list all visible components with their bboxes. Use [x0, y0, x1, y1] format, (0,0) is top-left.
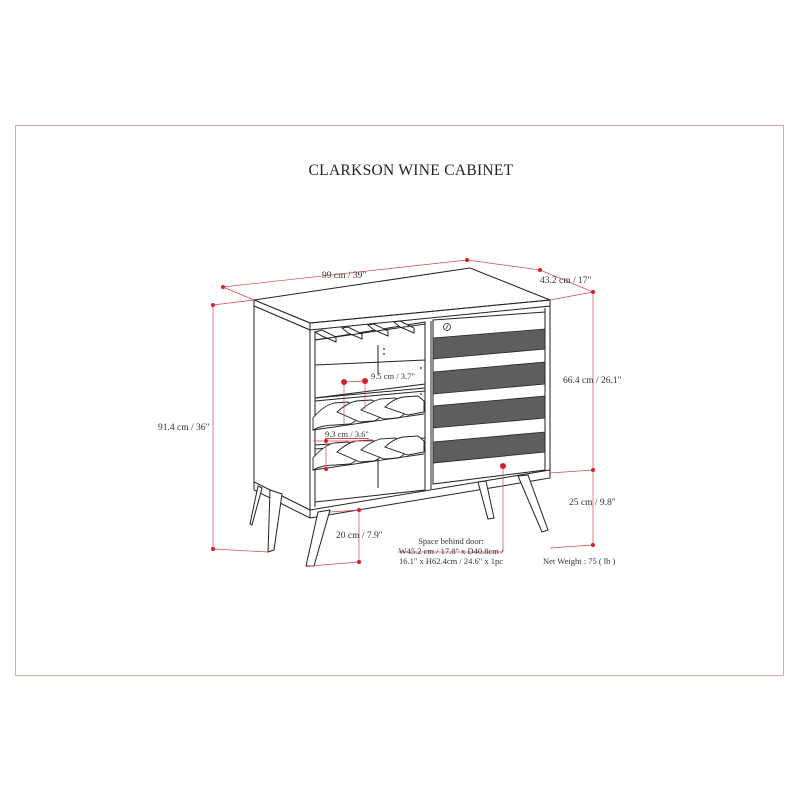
space-behind-door-heading: Space behind door: [418, 536, 484, 546]
total-height-dimension-label: 91.4 cm / 36" [158, 423, 210, 433]
net-weight-label: Net Weight : 75 ( lb ) [543, 556, 616, 566]
space-behind-door-line-2: W45.2 cm / 17.8" x D40.8cm / [398, 546, 504, 556]
leg-height-front-label: 20 cm / 7.9" [336, 531, 383, 541]
bottle-slot-height-label: 9.3 cm / 3.6" [325, 429, 369, 439]
sliding-door [432, 311, 546, 485]
diagram-frame [15, 125, 784, 676]
depth-dimension-label: 43.2 cm / 17" [540, 276, 592, 286]
bottle-slot-width-label: 9.5 cm / 3.7" [371, 371, 415, 381]
leg-height-right-label: 25 cm / 9.8" [569, 498, 616, 508]
space-behind-door-line-3: 16.1" x H62.4cm / 24.6" x 1pc [399, 556, 503, 566]
width-dimension-label: 99 cm / 39" [322, 271, 367, 281]
page-title: CLARKSON WINE CABINET [308, 162, 514, 179]
space-behind-door-note: Space behind door: W45.2 cm / 17.8" x D4… [398, 536, 504, 566]
body-height-dimension-label: 66.4 cm / 26.1" [563, 376, 622, 386]
